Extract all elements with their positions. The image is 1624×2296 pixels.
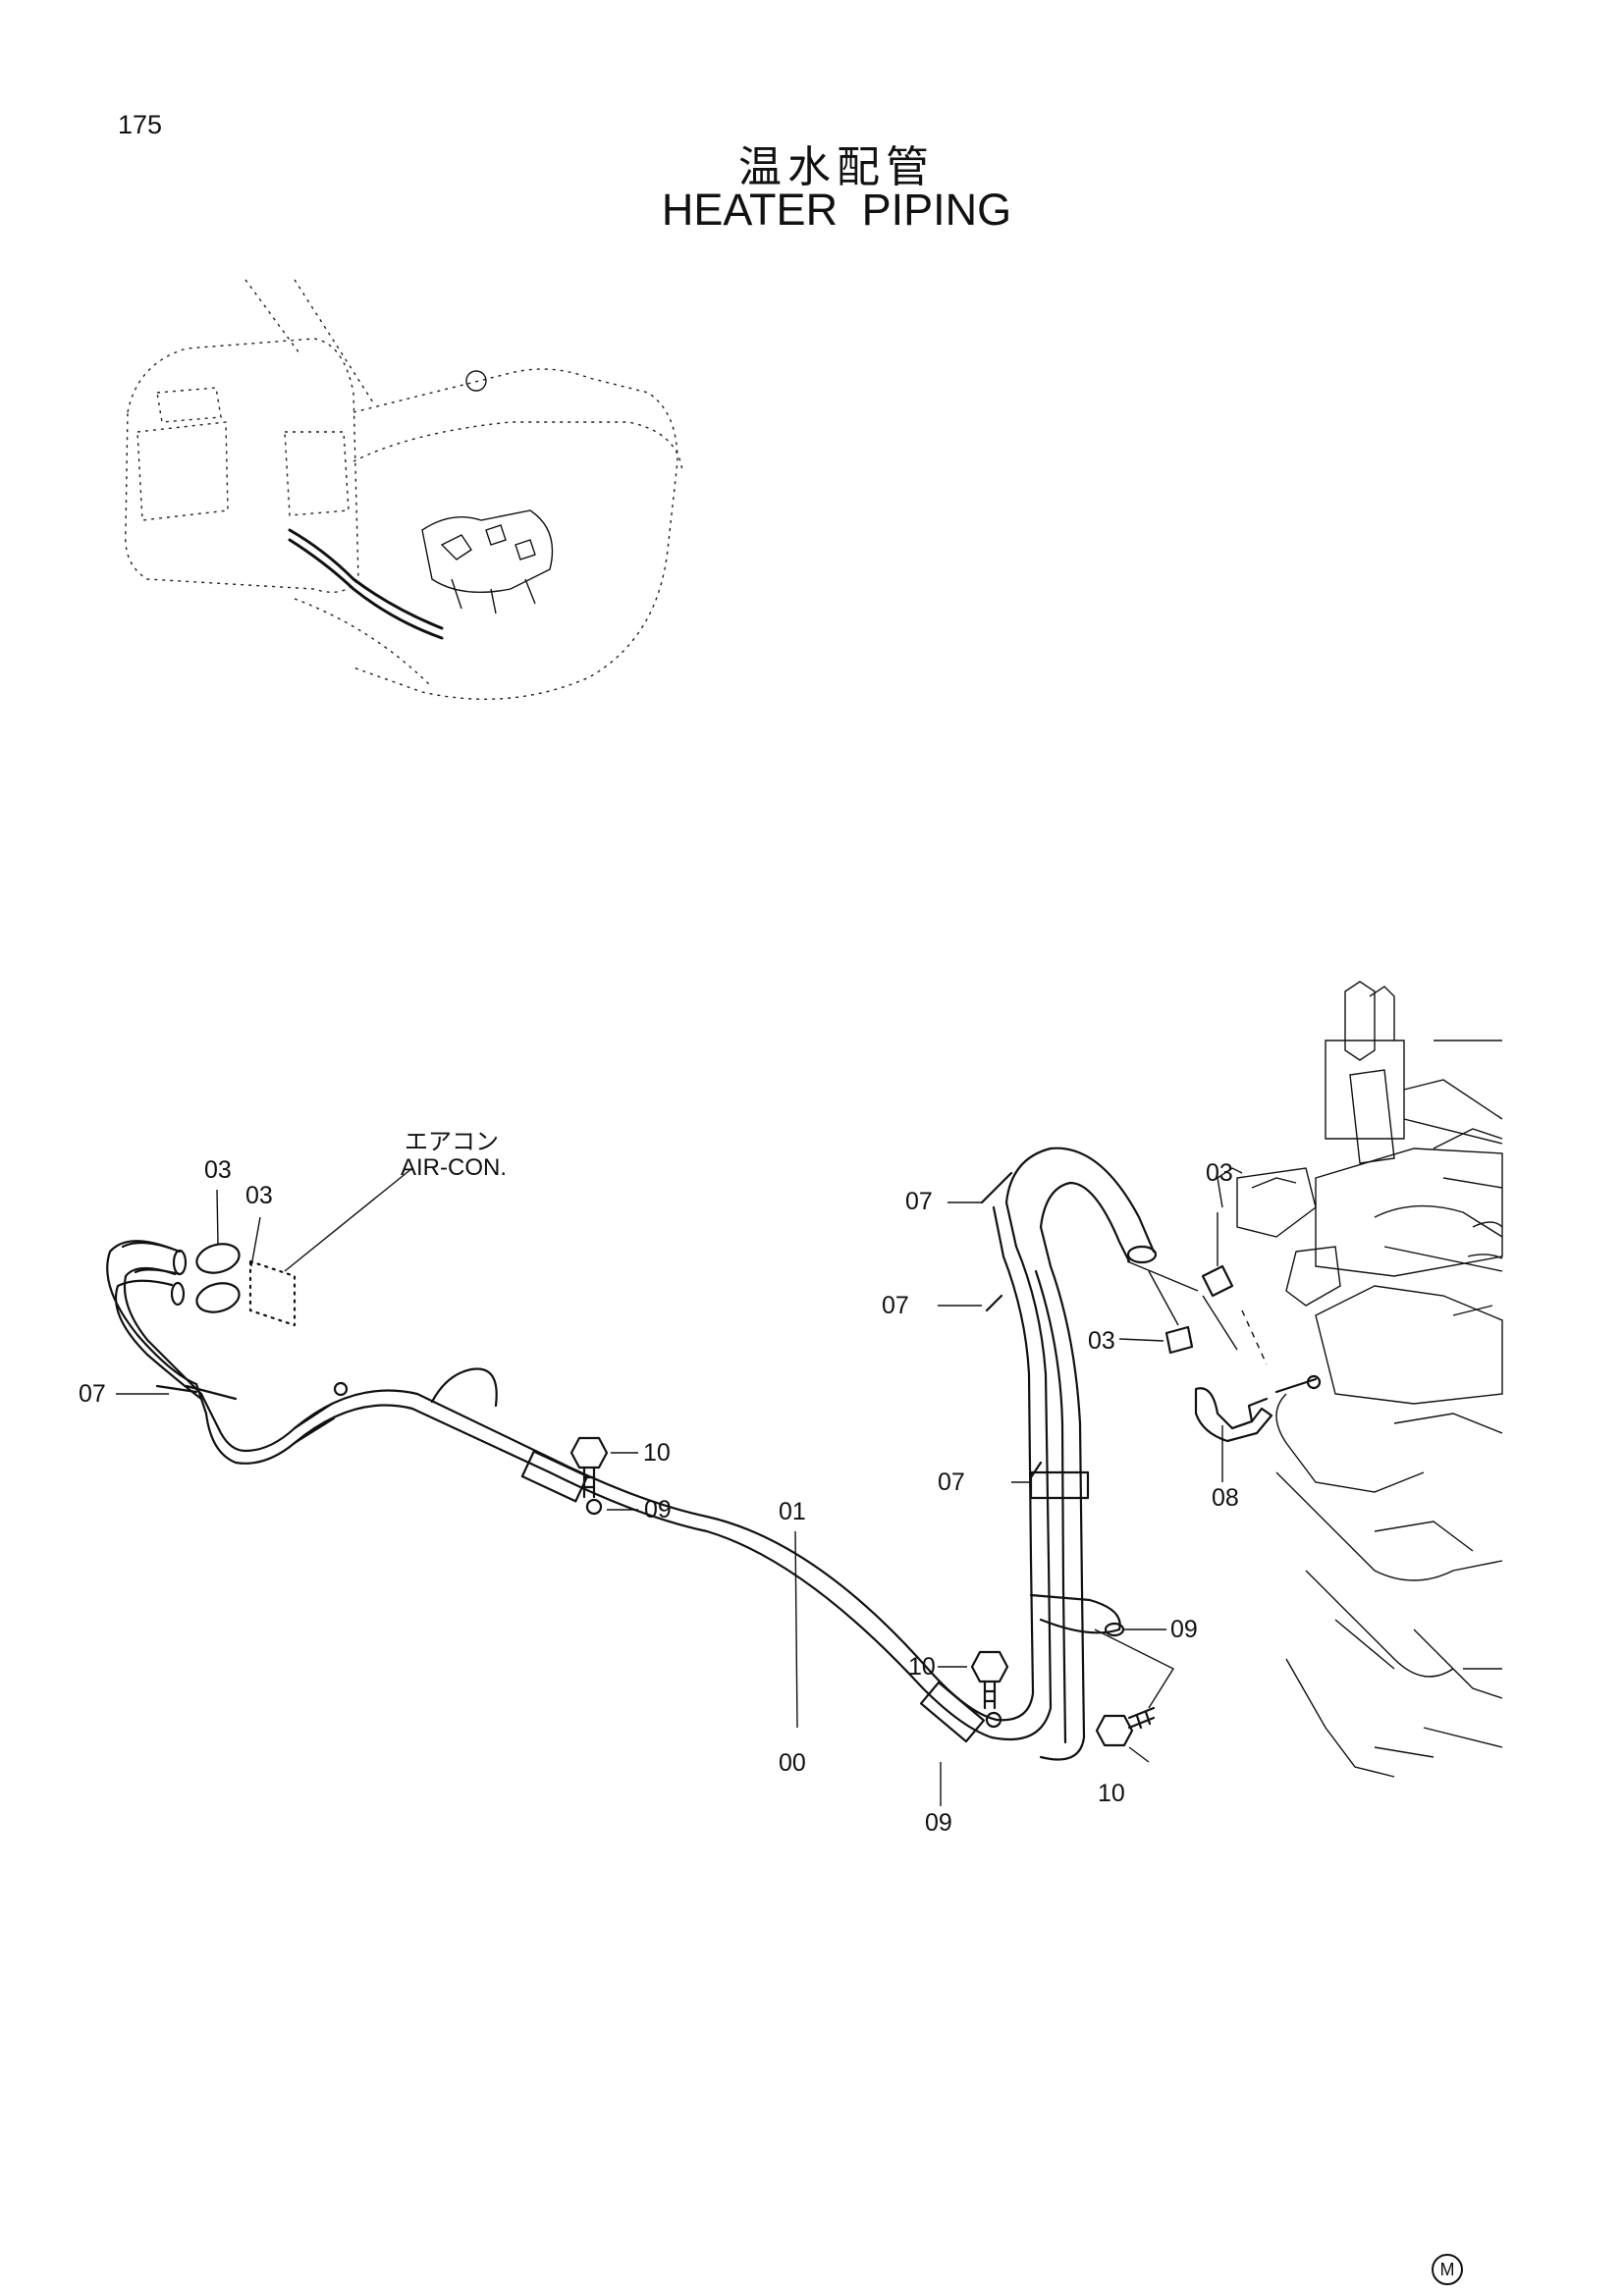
title-japanese: 温水配管 (738, 142, 935, 192)
callout-07: 07 (79, 1380, 106, 1408)
callout-09: 09 (644, 1496, 672, 1523)
callout-09: 09 (1170, 1616, 1198, 1643)
excavator-overview (124, 279, 683, 700)
callout-03: 03 (1088, 1327, 1115, 1355)
bolts (569, 1436, 1156, 1747)
callout-10: 10 (908, 1653, 936, 1681)
callout-07: 07 (938, 1468, 965, 1496)
callout-03: 03 (1206, 1159, 1233, 1187)
air-con-label-english: AIR-CON. (401, 1154, 507, 1181)
hose-clamps (155, 1171, 1125, 1743)
callout-07: 07 (882, 1292, 909, 1319)
callout-08: 08 (1212, 1484, 1239, 1512)
leader-lines (116, 1167, 1223, 1806)
engine-block (1217, 981, 1503, 1778)
callout-03: 03 (245, 1182, 273, 1209)
engine-fittings (1148, 1264, 1322, 1443)
callout-10: 10 (643, 1439, 671, 1467)
callout-03: 03 (204, 1156, 232, 1184)
callout-09: 09 (925, 1809, 952, 1837)
callout-00: 00 (779, 1749, 806, 1777)
callout-10: 10 (1098, 1780, 1125, 1807)
heater-hose-assembly (106, 1147, 1158, 1761)
title-english: HEATER PIPING (661, 185, 1012, 235)
callout-07: 07 (905, 1188, 933, 1215)
air-con-label-japanese: エアコン (405, 1128, 499, 1155)
page-number: 175 (118, 110, 163, 139)
callout-01: 01 (779, 1498, 806, 1525)
manufacturer-mark: M (1432, 2254, 1463, 2285)
